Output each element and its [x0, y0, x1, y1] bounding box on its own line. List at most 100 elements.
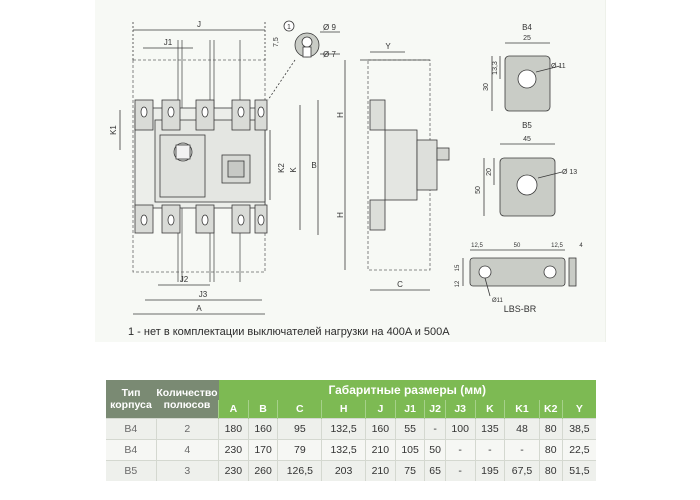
cell-value: 210: [365, 439, 396, 461]
lbs-d-right: 12,5: [551, 243, 563, 249]
lbs-height: 15: [455, 264, 461, 271]
b5-hole: Ø 13: [562, 169, 577, 176]
cell-value: 80: [538, 460, 563, 481]
cell-type: B5: [106, 460, 156, 481]
column-header: K2: [538, 400, 563, 419]
cell-type: B4: [106, 418, 156, 440]
dim-k: K: [289, 167, 298, 173]
lbs-height-2: 12: [455, 280, 461, 287]
front-view: [119, 22, 319, 315]
cell-value: 100: [444, 418, 476, 440]
dimensions-table-wrap: Тип корпуса Количество полюсов Габаритны…: [106, 380, 596, 481]
cell-value: 210: [365, 460, 396, 481]
cell-poles: 2: [155, 418, 219, 440]
cell-value: 230: [218, 439, 249, 461]
b4-detail: [491, 42, 561, 112]
lbs-d-mid: 50: [514, 243, 521, 249]
front-dim-labels: J J1 J2 J3 A K B K2 K1: [109, 20, 317, 313]
b4-width: 25: [523, 35, 531, 42]
cell-value: 160: [365, 418, 396, 440]
dim-d9: Ø 9: [323, 23, 336, 32]
cell-value: 75: [394, 460, 425, 481]
cell-value: 170: [247, 439, 278, 461]
column-header: C: [277, 400, 322, 419]
cell-value: -: [474, 439, 505, 461]
cell-value: 48: [504, 418, 540, 440]
cell-value: -: [424, 418, 446, 440]
lbs-title: LBS-BR: [504, 304, 537, 314]
cell-value: -: [444, 439, 476, 461]
column-header: Y: [561, 400, 596, 419]
side-view: [344, 51, 450, 291]
dim-k1: K1: [109, 125, 118, 135]
b5-width: 45: [523, 136, 531, 143]
cell-value: 160: [247, 418, 278, 440]
dim-h-bottom: H: [336, 212, 345, 218]
lbs-br-detail: [462, 249, 577, 297]
dim-7-5: 7,5: [273, 37, 280, 47]
dimensions-table: Тип корпуса Количество полюсов Габаритны…: [106, 380, 596, 481]
cell-value: -: [504, 439, 540, 461]
cell-value: 230: [218, 460, 249, 481]
lbs-d-left: 12,5: [471, 243, 483, 249]
dim-d7: Ø 7: [323, 50, 336, 59]
column-header: J3: [444, 400, 476, 419]
technical-drawing: J J1 J2 J3 A K B K2 K1 1 Ø 9 Ø 7 7,5 Y H…: [109, 20, 583, 315]
cell-value: 55: [394, 418, 425, 440]
cell-value: 105: [394, 439, 425, 461]
dim-c: C: [397, 280, 403, 289]
cell-poles: 3: [155, 460, 219, 481]
cell-value: 50: [424, 439, 446, 461]
cell-value: 80: [538, 439, 563, 461]
dim-y: Y: [385, 42, 391, 51]
header-type: Тип корпуса: [106, 380, 156, 419]
cell-value: 135: [474, 418, 505, 440]
cell-value: 132,5: [321, 418, 366, 440]
column-header: J: [365, 400, 396, 419]
column-header: B: [247, 400, 278, 419]
column-header: K1: [504, 400, 540, 419]
dim-a: A: [196, 304, 202, 313]
callout-number: 1: [287, 24, 291, 31]
column-header: J2: [424, 400, 446, 419]
b4-title: B4: [522, 23, 532, 32]
cell-value: 132,5: [321, 439, 366, 461]
cell-value: 195: [474, 460, 505, 481]
dim-j2: J2: [180, 275, 189, 284]
cell-value: 180: [218, 418, 249, 440]
cell-value: 22,5: [561, 439, 596, 461]
b4-hole: Ø 11: [551, 63, 566, 70]
lbs-thickness: 4: [579, 243, 583, 249]
cell-value: 260: [247, 460, 278, 481]
b5-title: B5: [522, 121, 532, 130]
column-header: K: [474, 400, 505, 419]
cell-value: 67,5: [504, 460, 540, 481]
cell-type: B4: [106, 439, 156, 461]
cell-value: 80: [538, 418, 563, 440]
column-header: J1: [394, 400, 425, 419]
cell-poles: 4: [155, 439, 219, 461]
cell-value: 79: [277, 439, 322, 461]
dim-j1: J1: [164, 38, 173, 47]
cell-value: 51,5: [561, 460, 596, 481]
b5-detail: [483, 143, 563, 217]
dim-b: B: [311, 161, 316, 170]
header-group: Габаритные размеры (мм): [218, 380, 596, 400]
dim-k2: K2: [277, 163, 286, 173]
b5-height: 50: [475, 186, 482, 194]
cell-value: 203: [321, 460, 366, 481]
header-poles: Количество полюсов: [156, 380, 219, 419]
dim-j: J: [197, 20, 201, 29]
cell-value: 38,5: [561, 418, 596, 440]
cell-value: 95: [277, 418, 322, 440]
b5-offset: 20: [486, 168, 493, 176]
cell-value: 126,5: [277, 460, 322, 481]
b4-height: 30: [483, 83, 490, 91]
column-header: A: [218, 400, 249, 419]
column-header: H: [321, 400, 366, 419]
